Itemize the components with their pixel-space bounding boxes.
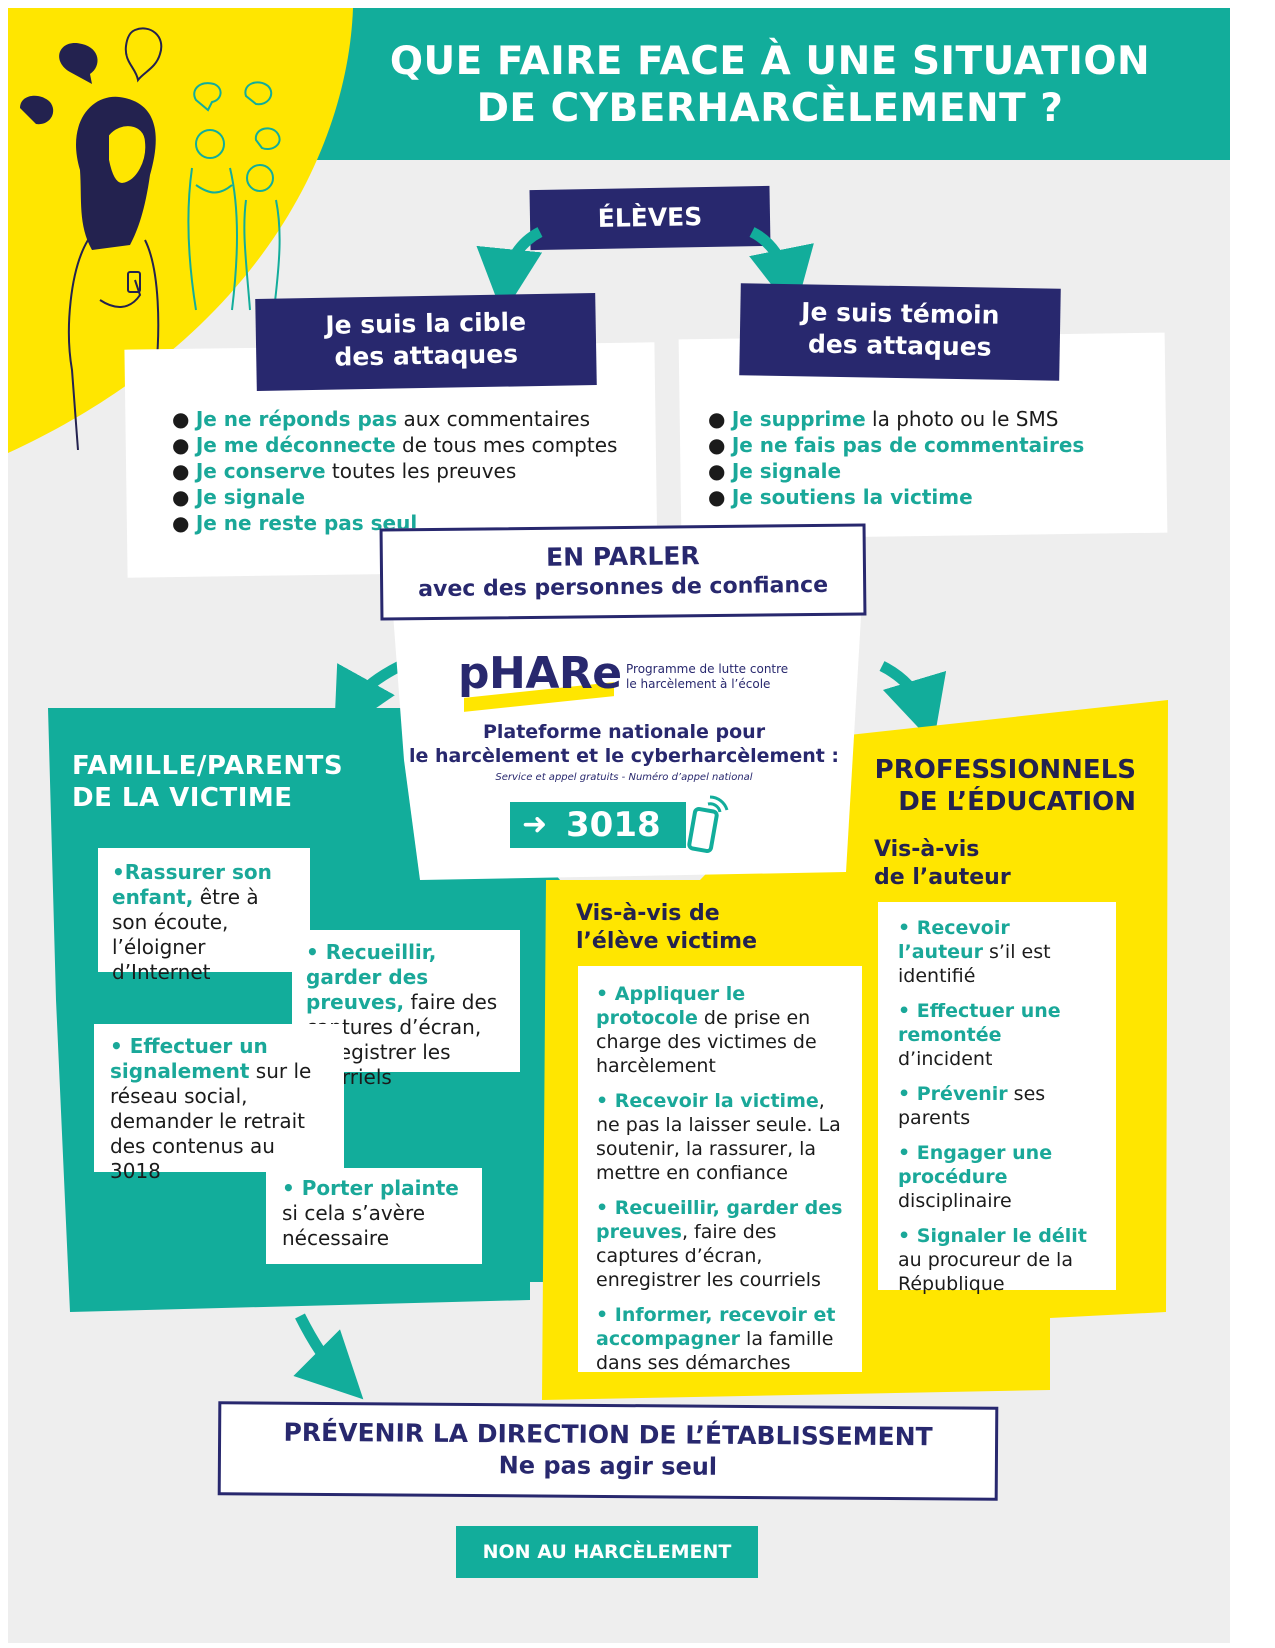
witness-item: ● Je supprime la photo ou le SMS — [708, 407, 1059, 431]
victim-item: • Recevoir la victime, ne pas la laisser… — [596, 1090, 841, 1184]
victim-item: • Informer, recevoir et accompagner la f… — [596, 1304, 836, 1374]
footer-badge: NON AU HARCÈLEMENT — [456, 1526, 758, 1578]
author-item: • Signaler le délit au procureur de la R… — [898, 1225, 1087, 1295]
family-title: FAMILLE/PARENTS DE LA VICTIME — [72, 751, 344, 813]
arrow-right-icon: ➜ — [522, 807, 548, 842]
direction-line-1: PRÉVENIR LA DIRECTION DE L’ÉTABLISSEMENT — [283, 1417, 933, 1452]
author-item: • Prévenir ses parents — [898, 1083, 1046, 1129]
author-card: • Recevoir l’auteur s’il est identifié •… — [878, 902, 1116, 1295]
pros-title: PROFESSIONNELS DE L’ÉDUCATION — [874, 755, 1136, 817]
author-heading: Vis-à-vis de l’auteur — [874, 837, 1011, 890]
phare-tagline: Programme de lutte contre le harcèlement… — [626, 662, 789, 691]
family-card-report: • Effectuer un signalement sur le réseau… — [94, 1024, 344, 1183]
author-item: • Effectuer une remontée d’incident — [898, 1000, 1061, 1070]
target-item: ● Je ne réponds pas aux commentaires — [172, 407, 590, 431]
witness-item: ● Je soutiens la victime — [708, 485, 973, 509]
target-item: ● Je conserve toutes les preuves — [172, 459, 517, 483]
family-card-reassure: •Rassurer son enfant, être à son écoute,… — [98, 848, 310, 984]
victim-item: • Appliquer le protocole de prise en cha… — [596, 983, 817, 1077]
author-item: • Recevoir l’auteur s’il est identifié — [898, 917, 1051, 987]
people-illustration — [20, 27, 281, 450]
number-box: ➜ 3018 — [510, 802, 686, 848]
phone-number: 3018 — [566, 805, 661, 845]
victim-heading: Vis-à-vis de l’élève victime — [576, 901, 758, 954]
footer-label: NON AU HARCÈLEMENT — [482, 1541, 732, 1563]
page-title-line-1: QUE FAIRE FACE À UNE SITUATION — [389, 39, 1151, 84]
target-item: ● Je me déconnecte de tous mes comptes — [172, 433, 618, 457]
author-item: • Engager une procédure disciplinaire — [898, 1142, 1053, 1212]
victim-card: • Appliquer le protocole de prise en cha… — [578, 966, 862, 1374]
direction-box: PRÉVENIR LA DIRECTION DE L’ÉTABLISSEMENT… — [217, 1401, 999, 1501]
victim-item: • Recueillir, garder des preuves, faire … — [596, 1197, 843, 1291]
family-card-complaint: • Porter plainte si cela s’avère nécessa… — [266, 1168, 482, 1264]
witness-list: ● Je supprime la photo ou le SMS ● Je ne… — [708, 406, 1148, 510]
platform-note: Service et appel gratuits - Numéro d’app… — [495, 772, 753, 783]
page-title-line-2: DE CYBERHARCÈLEMENT ? — [476, 86, 1064, 131]
phare-logo: pHARe Programme de lutte contre le harcè… — [458, 648, 818, 712]
page-title: QUE FAIRE FACE À UNE SITUATION DE CYBERH… — [360, 38, 1180, 132]
phone-icon — [687, 795, 729, 853]
witness-item: ● Je ne fais pas de commentaires — [708, 433, 1085, 457]
witness-item: ● Je signale — [708, 459, 842, 483]
target-item: ● Je signale — [172, 485, 306, 509]
platform-text: Plateforme nationale pour le harcèlement… — [408, 721, 840, 767]
phare-logo-text: pHARe — [458, 648, 622, 699]
direction-line-2: Ne pas agir seul — [498, 1451, 718, 1481]
